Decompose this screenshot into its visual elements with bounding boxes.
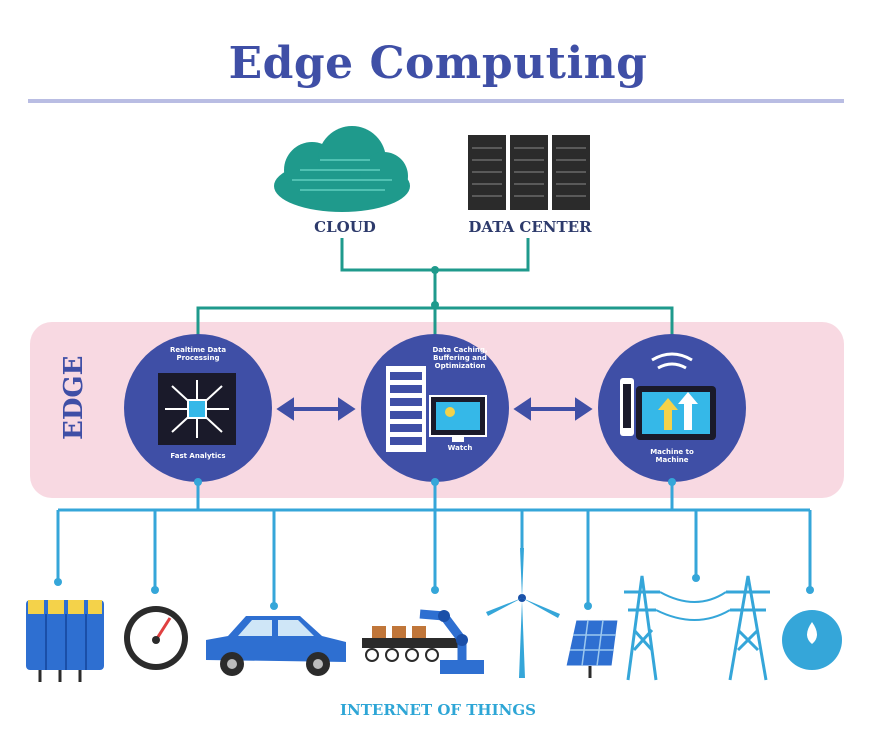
edge-link-arrows: [276, 397, 593, 421]
server-monitor-icon: [386, 366, 487, 452]
car-icon: [206, 616, 346, 676]
power-lines-icon: [624, 575, 770, 681]
wind-turbine-icon: [486, 548, 560, 678]
gauge-icon: [124, 606, 188, 670]
battery-icon: [26, 600, 104, 682]
data-center-label: DATA CENTER: [468, 218, 592, 236]
node1-top-text: Realtime Data Processing: [169, 346, 227, 362]
page-title: Edge Computing: [228, 38, 648, 89]
title-divider: [28, 99, 844, 103]
data-center-icon: [468, 135, 590, 210]
cloud-icon: [274, 126, 410, 212]
iot-connectors: [56, 482, 812, 606]
processor-chip-icon: [158, 373, 236, 445]
node2-bottom-text: Watch: [447, 444, 473, 452]
tablet-wireless-icon: [620, 352, 716, 440]
cloud-label: CLOUD: [314, 218, 376, 236]
node3-bottom-text: Machine to Machine: [650, 448, 694, 464]
water-drop-icon: [782, 610, 842, 670]
solar-panel-icon: [565, 619, 619, 678]
node2-top-text: Data Caching, Buffering and Optimization: [432, 346, 488, 370]
top-connectors: [196, 238, 674, 340]
robotic-arm-conveyor-icon: [362, 609, 484, 674]
node1-bottom-text: Fast Analytics: [170, 452, 226, 460]
iot-label: INTERNET OF THINGS: [340, 701, 536, 719]
